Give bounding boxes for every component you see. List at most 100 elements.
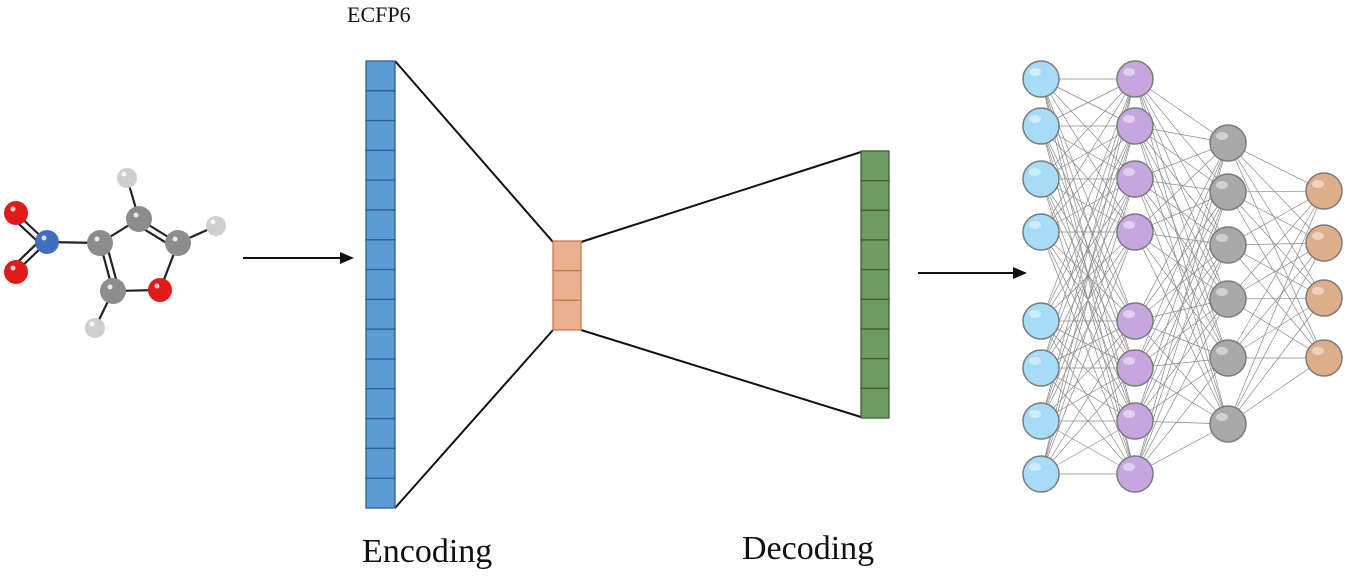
node-highlight <box>1029 221 1041 229</box>
network-connection <box>1134 298 1229 475</box>
node-highlight <box>1216 288 1228 296</box>
network-connection <box>1040 320 1136 422</box>
network-node-hidden-1 <box>1116 349 1154 387</box>
decoder-cell <box>860 328 890 360</box>
network-connection <box>1227 297 1325 425</box>
node-highlight <box>1029 68 1041 76</box>
encoder-cell <box>365 388 396 420</box>
network-connection <box>1227 190 1325 425</box>
network-connection <box>1134 191 1229 322</box>
decoder-cell <box>860 180 890 211</box>
node-highlight <box>1312 287 1324 295</box>
network-node-hidden-1 <box>1116 302 1154 340</box>
node-highlight <box>1216 132 1228 140</box>
encoder-cell <box>365 239 396 271</box>
network-connection <box>1227 142 1325 244</box>
node-highlight <box>1123 357 1135 365</box>
node-highlight <box>1312 347 1324 355</box>
encoder-cell <box>365 358 396 390</box>
network-connection <box>1040 320 1136 475</box>
node-highlight <box>1216 181 1228 189</box>
node-highlight <box>1123 168 1135 176</box>
node-highlight <box>1123 68 1135 76</box>
network-connection <box>1134 178 1229 425</box>
network-connection <box>1040 78 1136 475</box>
encoder-cell <box>365 298 396 330</box>
atom-highlight <box>210 219 216 225</box>
decoder-cell <box>860 387 890 419</box>
encoder-cell <box>365 119 396 152</box>
encoder-vector-ecfp6 <box>365 60 396 509</box>
network-connection <box>1227 142 1325 299</box>
network-connection <box>1227 242 1325 425</box>
network-node-input <box>1022 302 1060 340</box>
network-connection <box>1134 357 1229 475</box>
network-node-hidden-1 <box>1116 213 1154 251</box>
atom-highlight <box>121 171 127 177</box>
network-node-output <box>1305 224 1343 262</box>
node-highlight <box>1312 232 1324 240</box>
network-connection <box>1227 297 1325 359</box>
atom-highlight <box>172 236 178 242</box>
node-highlight <box>1216 234 1228 242</box>
latent-cell <box>552 299 582 331</box>
molecule-structure <box>4 168 226 338</box>
network-node-hidden-1 <box>1116 402 1154 440</box>
molecule-double-bond <box>17 242 38 263</box>
network-connection <box>1227 244 1325 359</box>
network-connection <box>1134 178 1229 300</box>
network-connection <box>1040 231 1136 475</box>
atom-O <box>4 201 28 225</box>
decoder-cell <box>860 239 890 271</box>
atom-highlight <box>10 265 16 271</box>
network-node-hidden-2 <box>1209 405 1247 443</box>
atom-H <box>85 318 105 338</box>
atom-highlight <box>41 235 47 241</box>
latent-cell <box>552 270 582 301</box>
node-highlight <box>1029 115 1041 123</box>
network-connection <box>1134 231 1229 425</box>
network-connection <box>1134 231 1229 300</box>
node-highlight <box>1029 357 1041 365</box>
atom-C <box>126 206 152 232</box>
decoder-cell <box>860 209 890 241</box>
network-node-hidden-2 <box>1209 339 1247 377</box>
arrow-molecule-to-encoder <box>243 252 354 264</box>
arrow-decoder-to-network <box>918 267 1027 279</box>
network-connection <box>1040 78 1136 233</box>
network-connection <box>1040 367 1136 475</box>
node-highlight <box>1123 410 1135 418</box>
network-node-input <box>1022 107 1060 145</box>
encoder-cell <box>365 90 396 122</box>
network-connection <box>1227 242 1325 359</box>
encoder-cell <box>365 60 396 92</box>
decoder-cell <box>860 358 890 389</box>
latent-cell <box>552 240 582 272</box>
network-node-input <box>1022 349 1060 387</box>
network-node-output <box>1305 339 1343 377</box>
network-node-hidden-2 <box>1209 280 1247 318</box>
decoder-cell <box>860 150 890 182</box>
latent-vector <box>552 240 582 331</box>
network-node-hidden-1 <box>1116 60 1154 98</box>
network-node-hidden-1 <box>1116 160 1154 198</box>
atom-highlight <box>154 283 160 289</box>
molecule-double-bond <box>17 222 38 242</box>
network-connection <box>1040 78 1136 180</box>
atom-O <box>4 260 28 284</box>
atom-highlight <box>107 284 113 290</box>
network-node-hidden-1 <box>1116 107 1154 145</box>
atom-highlight <box>133 212 139 218</box>
atom-C <box>100 278 126 304</box>
network-connection <box>1134 191 1229 422</box>
network-connection <box>1134 231 1229 359</box>
encoder-cell <box>365 149 396 181</box>
network-connection <box>1227 298 1325 359</box>
node-highlight <box>1123 463 1135 471</box>
encoding-label: Encoding <box>362 533 493 570</box>
network-connection <box>1134 142 1229 322</box>
atom-C <box>165 230 191 256</box>
network-node-input <box>1022 213 1060 251</box>
node-highlight <box>1029 168 1041 176</box>
encoder-cell <box>365 477 396 509</box>
